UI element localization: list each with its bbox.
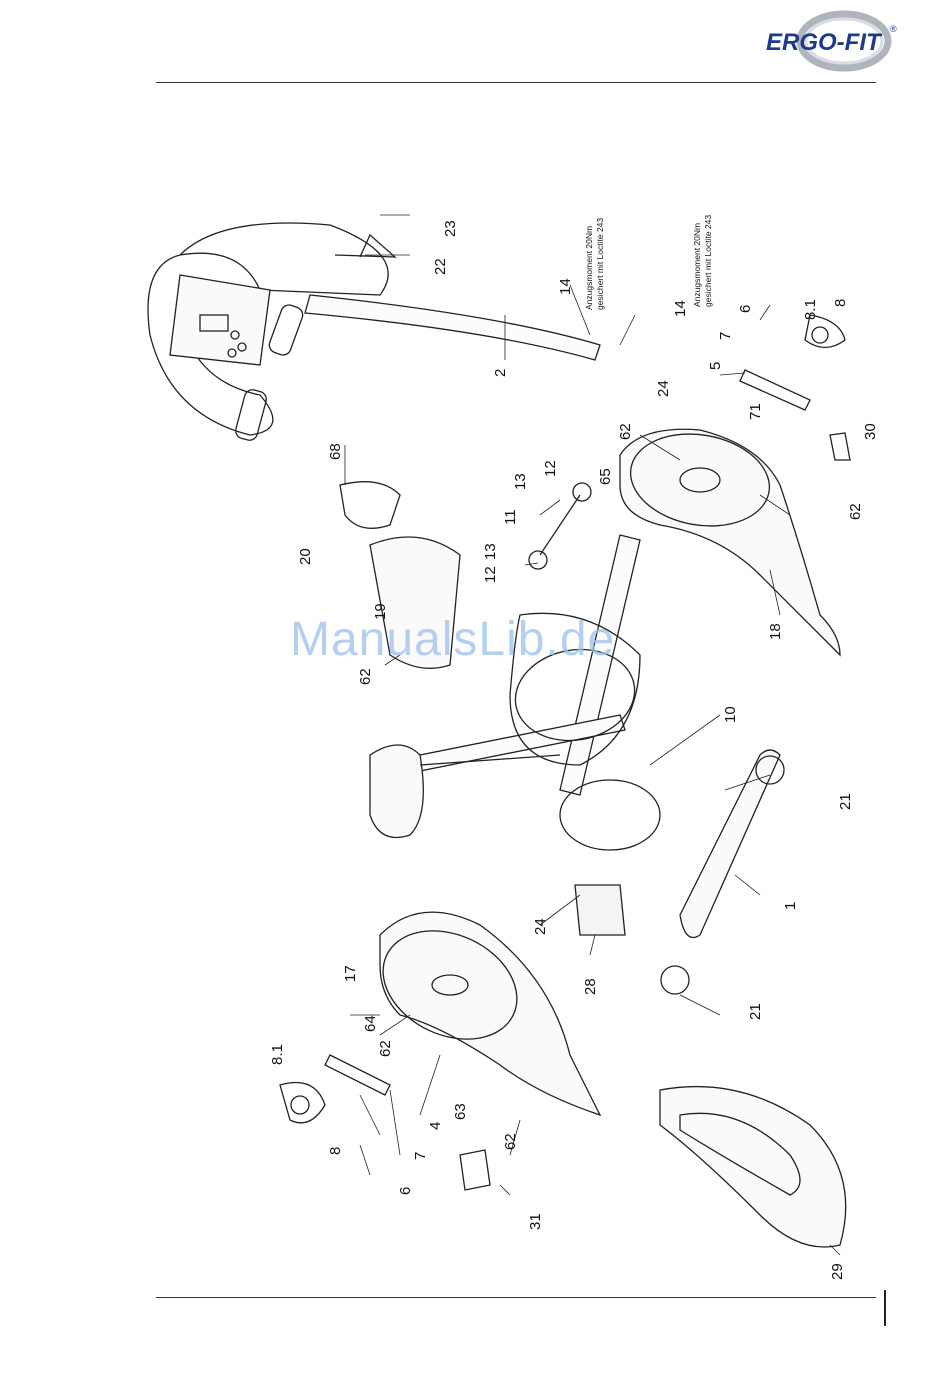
torque-note-line-2: gesichert mit Loctite 243 bbox=[595, 218, 605, 310]
right-cover-part bbox=[620, 424, 840, 655]
part-label: 29 bbox=[829, 1263, 846, 1280]
part-label: 12 bbox=[542, 460, 559, 477]
part-label: 4 bbox=[427, 1122, 444, 1130]
part-label: 12 bbox=[482, 566, 499, 583]
part-label: 22 bbox=[432, 258, 449, 275]
left-pedal-part bbox=[280, 1083, 325, 1123]
part-label: 62 bbox=[377, 1040, 394, 1057]
part-label: 17 bbox=[342, 965, 359, 982]
holder-part bbox=[340, 482, 400, 529]
part-label: 65 bbox=[597, 468, 614, 485]
torque-note-line-1: Anzugsmoment 20Nm bbox=[692, 223, 702, 307]
header-rule bbox=[156, 82, 876, 83]
torque-note-line-2: gesichert mit Loctite 243 bbox=[703, 215, 713, 307]
foot-cap-part bbox=[661, 966, 689, 994]
part-label: 14 bbox=[672, 300, 689, 317]
ergo-fit-logo: ERGO-FIT ® bbox=[758, 10, 904, 72]
part-label: 5 bbox=[707, 362, 724, 370]
part-label: 71 bbox=[747, 403, 764, 420]
left-crank-part bbox=[325, 1055, 390, 1095]
crank-axle-part bbox=[529, 483, 591, 569]
part-label: 24 bbox=[532, 918, 549, 935]
part-label: 7 bbox=[412, 1152, 429, 1160]
part-label: 6 bbox=[397, 1187, 414, 1195]
part-label: 64 bbox=[362, 1015, 379, 1032]
part-label: 8.1 bbox=[269, 1044, 286, 1065]
watermark: ManualsLib.de bbox=[290, 612, 615, 667]
part-label: 62 bbox=[357, 668, 374, 685]
electronics-part bbox=[575, 885, 625, 935]
torque-note-line-1: Anzugsmoment 20Nm bbox=[584, 226, 594, 310]
part-label: 21 bbox=[837, 793, 854, 810]
part-label: 2 bbox=[492, 369, 509, 377]
cap-part bbox=[460, 1150, 490, 1190]
part-label: 18 bbox=[767, 623, 784, 640]
part-label: 68 bbox=[327, 443, 344, 460]
part-label: 6 bbox=[737, 305, 754, 313]
logo-registered-mark: ® bbox=[890, 24, 897, 34]
part-label: 28 bbox=[582, 978, 599, 995]
logo-text: ERGO-FIT bbox=[766, 29, 883, 56]
bottom-cover-part bbox=[660, 1087, 846, 1247]
part-label: 20 bbox=[297, 548, 314, 565]
exploded-view-diagram: Anzugsmoment 20Nm gesichert mit Loctite … bbox=[120, 195, 880, 1285]
cap-part bbox=[830, 433, 850, 460]
part-label: 23 bbox=[442, 220, 459, 237]
part-label: 8 bbox=[832, 299, 849, 307]
part-label: 24 bbox=[655, 380, 672, 397]
part-label: 62 bbox=[617, 423, 634, 440]
page-edge-mark bbox=[884, 1290, 886, 1326]
part-label: 62 bbox=[502, 1133, 519, 1150]
part-label: 13 bbox=[482, 543, 499, 560]
part-label: 31 bbox=[527, 1213, 544, 1230]
part-label: 13 bbox=[512, 473, 529, 490]
foot-tube-part bbox=[680, 750, 780, 938]
left-cover-part bbox=[365, 910, 600, 1115]
part-label: 11 bbox=[502, 509, 519, 525]
part-label: 8.1 bbox=[802, 299, 819, 320]
part-label: 63 bbox=[452, 1103, 469, 1120]
part-label: 21 bbox=[747, 1003, 764, 1020]
bracket-part bbox=[335, 235, 395, 257]
part-label: 14 bbox=[557, 278, 574, 295]
footer-rule bbox=[156, 1297, 876, 1298]
part-label: 30 bbox=[862, 423, 879, 440]
part-label: 1 bbox=[782, 902, 799, 910]
part-label: 62 bbox=[847, 503, 864, 520]
part-label: 10 bbox=[722, 706, 739, 723]
part-label: 7 bbox=[717, 332, 734, 340]
handlebar-stem-part bbox=[305, 295, 600, 360]
part-label: 8 bbox=[327, 1147, 344, 1155]
